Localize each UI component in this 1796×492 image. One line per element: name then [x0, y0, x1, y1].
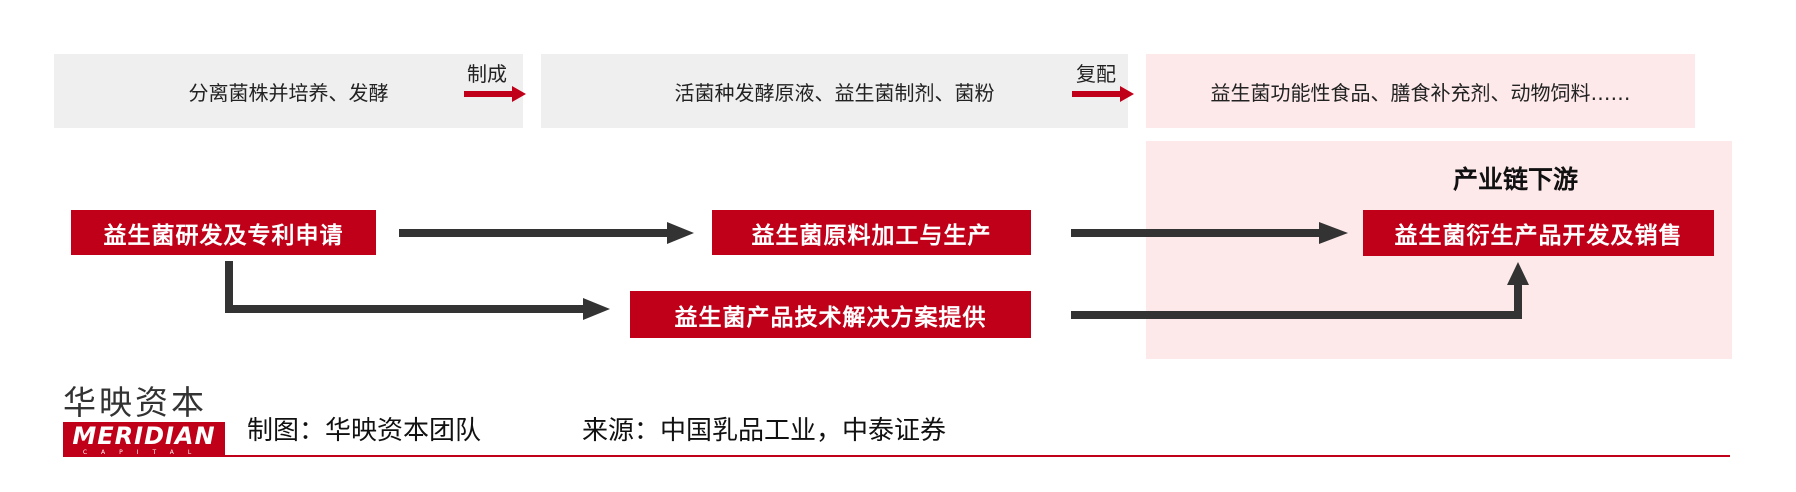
logo-en-block: MERIDIAN CAPITAL — [63, 422, 225, 456]
step-label: 分离菌株并培养、发酵 — [188, 80, 389, 105]
step-end-products: 益生菌功能性食品、膳食补充剂、动物饲料…… — [1146, 54, 1695, 128]
downstream-title: 产业链下游 — [1453, 165, 1579, 194]
node-raw-production: 益生菌原料加工与生产 — [712, 210, 1031, 255]
arrow-compound-icon — [1072, 86, 1134, 102]
arrow-solution-to-derived-icon — [1071, 262, 1529, 319]
credit-text: 制图：华映资本团队 — [247, 416, 482, 446]
source-text: 来源：中国乳品工业，中泰证券 — [582, 416, 947, 446]
node-derived-products: 益生菌衍生产品开发及销售 — [1363, 210, 1714, 256]
arrow-label-make: 制成 — [467, 62, 507, 86]
step-label: 益生菌功能性食品、膳食补充剂、动物饲料…… — [1210, 80, 1631, 105]
node-tech-solution: 益生菌产品技术解决方案提供 — [630, 291, 1031, 338]
arrow-raw-to-derived-icon — [1071, 222, 1348, 244]
arrow-make-icon — [464, 86, 526, 102]
arrow-label-compound: 复配 — [1076, 62, 1116, 86]
arrow-rd-to-solution-icon — [225, 261, 610, 320]
node-rd-patent: 益生菌研发及专利申请 — [71, 210, 376, 255]
arrow-rd-to-raw-icon — [399, 222, 694, 244]
step-label: 活菌种发酵原液、益生菌制剂、菌粉 — [674, 80, 995, 105]
logo-cn: 华映资本 — [63, 383, 207, 422]
footer-rule — [63, 455, 1730, 457]
logo-sub: CAPITAL — [82, 449, 206, 456]
step-raw-materials: 活菌种发酵原液、益生菌制剂、菌粉 — [541, 54, 1128, 128]
logo-en: MERIDIAN — [72, 422, 216, 450]
step-isolate-culture: 分离菌株并培养、发酵 — [54, 54, 523, 128]
logo: 华映资本 MERIDIAN CAPITAL — [63, 384, 225, 456]
